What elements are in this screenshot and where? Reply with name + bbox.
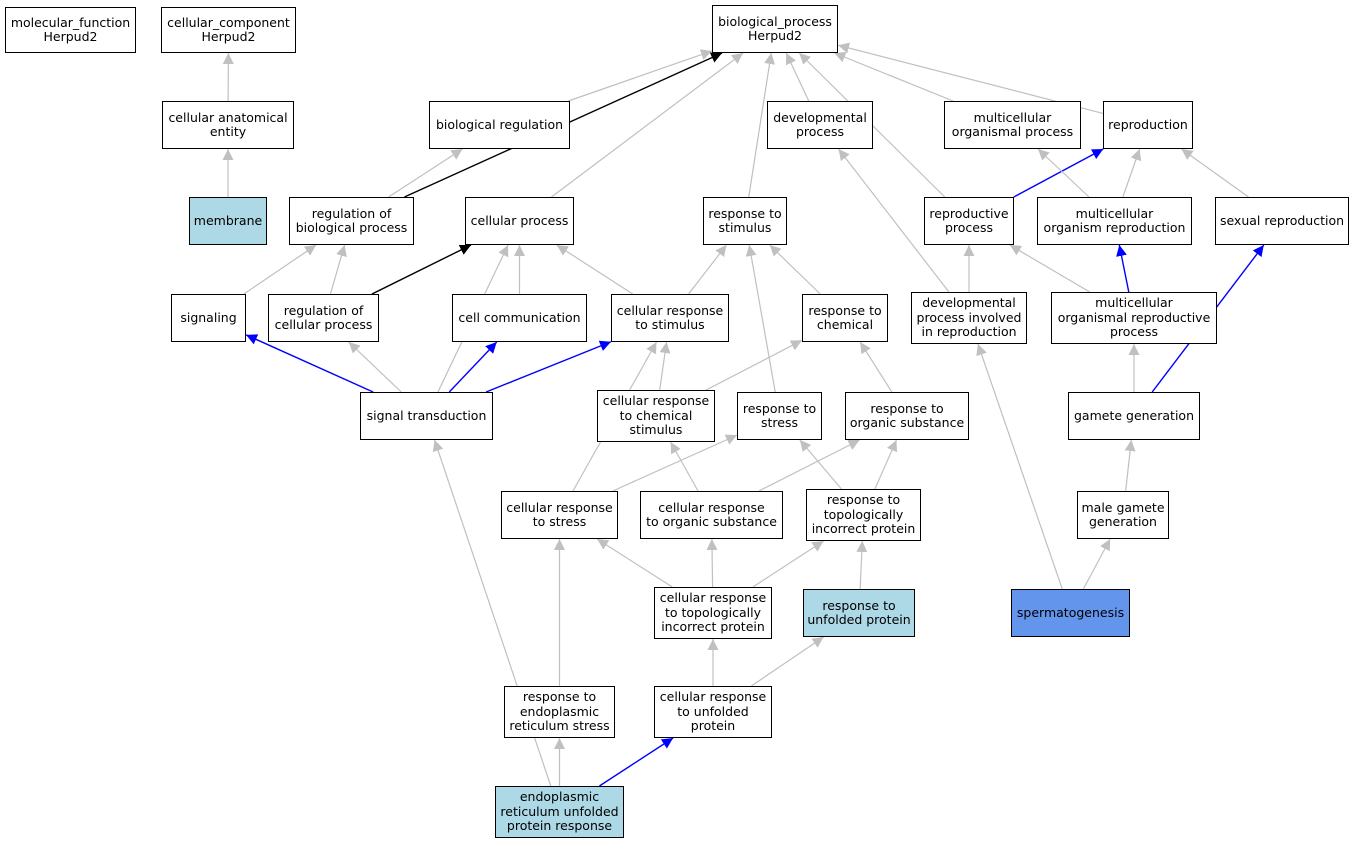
edge-developmental-process-to-biological-process: [785, 52, 810, 102]
node-multicellular-organismal-reproductive-process[interactable]: multicellular organismal reproductive pr…: [1051, 292, 1217, 344]
edge-sexual-reproduction-to-reproduction: [1181, 148, 1249, 198]
node-biological-regulation[interactable]: biological regulation: [429, 101, 570, 149]
node-reproduction[interactable]: reproduction: [1103, 101, 1193, 149]
edge-cellular-response-to-topologically-incorrect-protein-to-cellular-response-to-stress: [596, 538, 673, 588]
node-multicellular-organismal-process[interactable]: multicellular organismal process: [944, 101, 1081, 149]
node-cell-communication[interactable]: cell communication: [452, 294, 587, 342]
edge-er-unfolded-protein-response-to-cellular-response-to-unfolded-protein: [599, 737, 674, 787]
node-cellular-response-to-chemical-stimulus[interactable]: cellular response to chemical stimulus: [597, 390, 715, 442]
edge-spermatogenesis-to-developmental-process-involved-in-reproduction: [976, 343, 1063, 590]
edge-cellular-response-to-topologically-incorrect-protein-to-cellular-response-to-organic-substance: [706, 538, 718, 588]
edge-signal-transduction-to-signaling: [245, 334, 374, 393]
edge-multicellular-organismal-reproductive-process-to-reproductive-process: [1009, 244, 1091, 293]
node-cellular-response-to-topologically-incorrect-protein[interactable]: cellular response to topologically incor…: [654, 587, 772, 639]
edge-biological-regulation-to-biological-process: [568, 49, 713, 102]
node-sexual-reproduction[interactable]: sexual reproduction: [1215, 197, 1349, 245]
node-cellular-response-to-unfolded-protein[interactable]: cellular response to unfolded protein: [654, 686, 772, 738]
edge-response-to-topologically-incorrect-protein-to-response-to-stress: [799, 439, 842, 490]
node-signal-transduction[interactable]: signal transduction: [360, 392, 493, 440]
node-response-to-stimulus[interactable]: response to stimulus: [703, 197, 787, 245]
node-response-to-topologically-incorrect-protein[interactable]: response to topologically incorrect prot…: [806, 489, 921, 541]
node-signaling[interactable]: signaling: [171, 294, 246, 342]
edge-multicellular-organism-reproduction-to-multicellular-organismal-process: [1037, 148, 1090, 198]
node-biological-process[interactable]: biological_process Herpud2: [712, 5, 838, 53]
edge-multicellular-organismal-reproductive-process-to-multicellular-organism-reproduction: [1116, 244, 1130, 293]
edge-regulation-of-cellular-process-to-cellular-process: [371, 244, 472, 295]
edge-signal-transduction-to-regulation-of-cellular-process: [348, 341, 402, 393]
node-cellular-response-to-organic-substance[interactable]: cellular response to organic substance: [640, 491, 783, 539]
edge-reproductive-process-to-reproduction: [1013, 148, 1104, 198]
edge-multicellular-organismal-process-to-biological-process: [834, 52, 954, 102]
edge-response-to-stress-to-response-to-stimulus: [745, 244, 776, 393]
edge-cellular-response-to-stress-to-response-to-stress: [612, 434, 738, 492]
edge-cellular-process-to-biological-process: [551, 52, 744, 198]
node-male-gamete-generation[interactable]: male gamete generation: [1077, 491, 1169, 539]
edge-signal-transduction-to-cell-communication: [448, 341, 498, 393]
node-molecular-function[interactable]: molecular_function Herpud2: [5, 7, 136, 53]
edge-cellular-response-to-stimulus-to-cellular-process: [556, 244, 634, 295]
node-cellular-anatomical-entity[interactable]: cellular anatomical entity: [162, 101, 294, 149]
edge-response-to-stimulus-to-biological-process: [748, 52, 775, 198]
edge-response-to-topologically-incorrect-protein-to-response-to-organic-substance: [874, 439, 898, 490]
node-regulation-of-biological-process[interactable]: regulation of biological process: [289, 197, 414, 245]
edge-signal-transduction-to-cellular-response-to-stimulus: [485, 340, 612, 393]
node-cellular-component[interactable]: cellular_component Herpud2: [161, 7, 296, 53]
node-developmental-process-involved-in-reproduction[interactable]: developmental process involved in reprod…: [911, 292, 1027, 344]
edge-cellular-response-to-chemical-stimulus-to-response-to-chemical: [705, 339, 803, 391]
node-cellular-process[interactable]: cellular process: [465, 197, 574, 245]
edge-multicellular-organism-reproduction-to-reproduction: [1122, 148, 1142, 198]
edge-spermatogenesis-to-male-gamete-generation: [1082, 538, 1111, 590]
edge-regulation-of-cellular-process-to-regulation-of-biological-process: [329, 244, 347, 295]
node-regulation-of-cellular-process[interactable]: regulation of cellular process: [268, 294, 379, 342]
node-cellular-response-to-stress[interactable]: cellular response to stress: [501, 491, 618, 539]
edge-regulation-of-biological-process-to-biological-regulation: [388, 148, 463, 198]
node-response-to-chemical[interactable]: response to chemical: [802, 294, 888, 342]
edge-developmental-process-involved-in-reproduction-to-developmental-process: [838, 148, 950, 293]
node-response-to-organic-substance[interactable]: response to organic substance: [845, 392, 969, 440]
node-developmental-process[interactable]: developmental process: [767, 101, 873, 149]
edge-cellular-response-to-organic-substance-to-response-to-organic-substance: [758, 439, 860, 492]
edge-response-to-organic-substance-to-response-to-chemical: [859, 341, 893, 393]
node-gamete-generation[interactable]: gamete generation: [1068, 392, 1200, 440]
edge-cellular-response-to-topologically-incorrect-protein-to-response-to-topologically-incorrect-protein: [752, 540, 824, 588]
edge-male-gamete-generation-to-gamete-generation: [1124, 439, 1136, 492]
edge-response-to-chemical-to-response-to-stimulus: [769, 244, 821, 295]
node-reproductive-process[interactable]: reproductive process: [924, 197, 1014, 245]
node-response-to-er-stress[interactable]: response to endoplasmic reticulum stress: [504, 686, 615, 738]
node-multicellular-organism-reproduction[interactable]: multicellular organism reproduction: [1037, 197, 1192, 245]
edge-cellular-response-to-chemical-stimulus-to-cellular-response-to-stimulus: [659, 341, 671, 391]
edge-cellular-response-to-unfolded-protein-to-response-to-unfolded-protein: [751, 636, 824, 687]
node-spermatogenesis[interactable]: spermatogenesis: [1011, 589, 1130, 637]
node-cellular-response-to-stimulus[interactable]: cellular response to stimulus: [611, 294, 729, 342]
node-er-unfolded-protein-response[interactable]: endoplasmic reticulum unfolded protein r…: [495, 786, 624, 838]
node-response-to-stress[interactable]: response to stress: [737, 392, 822, 440]
edge-cellular-response-to-stimulus-to-response-to-stimulus: [688, 244, 727, 295]
node-membrane[interactable]: membrane: [189, 197, 267, 245]
edge-signaling-to-regulation-of-biological-process: [243, 244, 317, 295]
node-response-to-unfolded-protein[interactable]: response to unfolded protein: [803, 589, 915, 637]
edge-response-to-unfolded-protein-to-response-to-topologically-incorrect-protein: [856, 540, 868, 590]
edge-cellular-response-to-organic-substance-to-cellular-response-to-chemical-stimulus: [670, 441, 699, 492]
